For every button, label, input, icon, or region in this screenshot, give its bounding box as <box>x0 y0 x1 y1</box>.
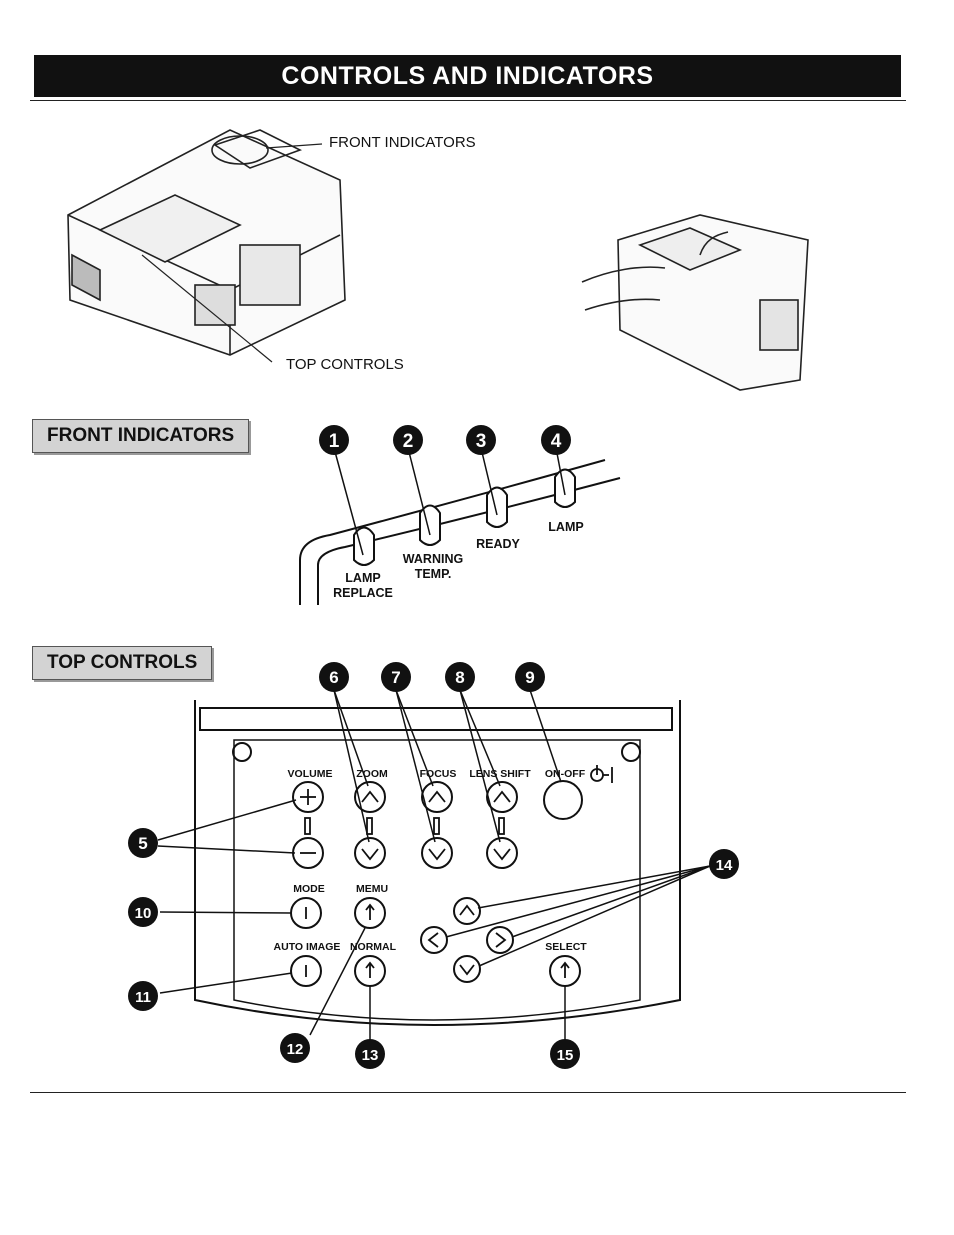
auto-image-label: AUTO IMAGE <box>274 941 341 953</box>
callout-10: 10 <box>135 905 152 922</box>
menu-label: MEMU <box>356 883 388 895</box>
zoom-label: ZOOM <box>356 768 388 780</box>
control-buttons <box>291 781 582 986</box>
on-off-label: ON-OFF <box>545 768 586 780</box>
focus-label: FOCUS <box>420 768 457 780</box>
normal-label: NORMAL <box>350 941 397 953</box>
callout-15: 15 <box>557 1047 574 1064</box>
callout-11: 11 <box>135 989 151 1006</box>
select-label: SELECT <box>545 941 587 953</box>
volume-label: VOLUME <box>288 768 333 780</box>
callout-14: 14 <box>716 857 733 874</box>
callout-6: 6 <box>329 668 338 687</box>
callout-5: 5 <box>138 834 147 853</box>
callout-12: 12 <box>287 1041 304 1058</box>
callout-8: 8 <box>455 668 464 687</box>
callout-7: 7 <box>391 668 400 687</box>
mode-label: MODE <box>293 883 325 895</box>
callout-13: 13 <box>362 1047 379 1064</box>
callout-9: 9 <box>525 668 534 687</box>
lens-shift-label: LENS SHIFT <box>469 768 531 780</box>
